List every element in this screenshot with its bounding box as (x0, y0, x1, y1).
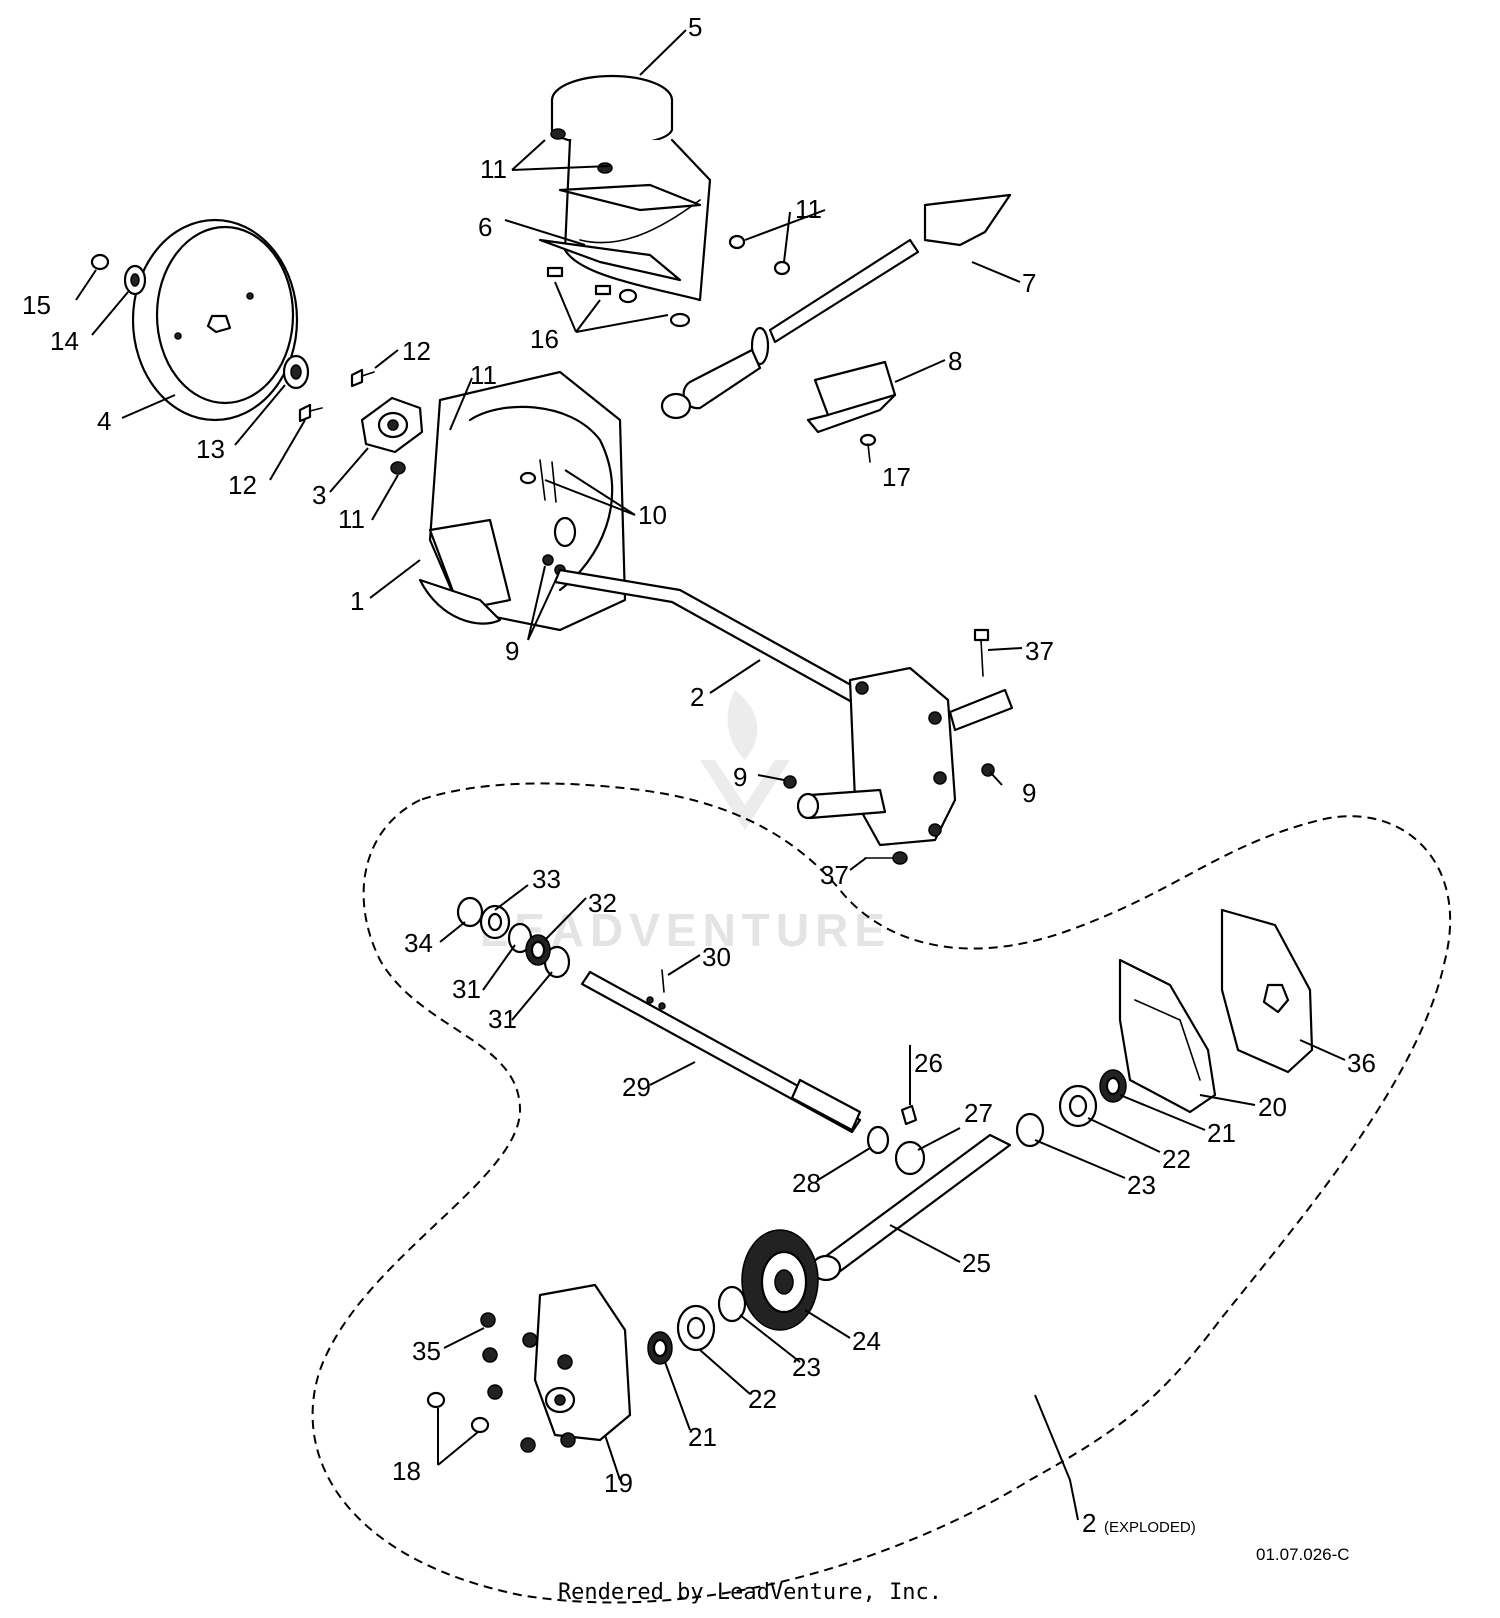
callout-4: 4 (97, 406, 111, 436)
callout-18: 18 (392, 1456, 421, 1486)
callout-30: 30 (702, 942, 731, 972)
exploded-note: (EXPLODED) (1104, 1519, 1196, 1536)
callout-9-right: 9 (1022, 778, 1036, 808)
part-28-washer (866, 1125, 890, 1155)
callout-26: 26 (914, 1048, 943, 1078)
part-7-chute-crank (660, 193, 1012, 420)
callout-10: 10 (638, 500, 667, 530)
part-22-bearings (676, 1084, 1098, 1352)
callout-37-bottom: 37 (820, 860, 849, 890)
part-3-flange-bearing (360, 396, 424, 454)
callout-11-right: 11 (795, 194, 822, 224)
part-30-pin (661, 969, 665, 993)
callout-17: 17 (882, 462, 911, 492)
part-26-key (900, 1104, 918, 1126)
leadventure-watermark: LEADVENTURE (480, 690, 885, 956)
callout-6: 6 (478, 212, 492, 242)
part-21-seals (647, 1069, 1127, 1365)
part-24-gear (741, 1229, 819, 1331)
callout-22-bottom: 22 (748, 1384, 777, 1414)
callout-25: 25 (962, 1248, 991, 1278)
part-37-bolts (864, 628, 990, 865)
callout-13: 13 (196, 434, 225, 464)
part-5-discharge-chute (538, 74, 712, 302)
drawing-code: 01.07.026-C (1256, 1545, 1350, 1564)
part-25-axle (810, 1133, 1012, 1282)
callout-23-top: 23 (1127, 1170, 1156, 1200)
part-35-screws (480, 1312, 576, 1453)
callout-11-top: 11 (480, 154, 507, 184)
callout-36: 36 (1347, 1048, 1376, 1078)
part-13-bearing (282, 354, 310, 390)
callout-35: 35 (412, 1336, 441, 1366)
part-19-gearcase-half (533, 1283, 632, 1442)
part-14-bearing (123, 264, 147, 296)
callout-22-top: 22 (1162, 1144, 1191, 1174)
callout-7: 7 (1022, 268, 1036, 298)
callout-1: 1 (350, 586, 364, 616)
callouts: 5 11 6 11 7 16 8 12 11 15 14 4 13 12 3 1… (22, 12, 1376, 1564)
part-29-worm-shaft (580, 970, 862, 1134)
callout-2: 2 (690, 682, 704, 712)
callout-12-top: 12 (402, 336, 431, 366)
callout-14: 14 (50, 326, 79, 356)
part-16-bolts (546, 266, 691, 328)
part-2-gearcase-assembly (553, 568, 1014, 847)
part-34-washer (456, 896, 484, 928)
part-36-gearcase-half (1220, 908, 1314, 1074)
part-8-bracket (806, 360, 897, 434)
callout-19: 19 (604, 1468, 633, 1498)
part-33-bushing (479, 904, 511, 940)
callout-33: 33 (532, 864, 561, 894)
callout-12-bottom: 12 (228, 470, 257, 500)
callout-5: 5 (688, 12, 702, 42)
callout-37-top: 37 (1025, 636, 1054, 666)
callout-24: 24 (852, 1326, 881, 1356)
render-credit-footer: Rendered by LeadVenture, Inc. (557, 1580, 943, 1605)
callout-2-exploded: 2 (1082, 1508, 1096, 1538)
callout-21-bottom: 21 (688, 1422, 717, 1452)
callout-31-top: 31 (452, 974, 481, 1004)
part-15-nut (90, 253, 110, 271)
part-1-impeller-housing (418, 370, 627, 632)
callout-28: 28 (792, 1168, 821, 1198)
part-4-pulley (131, 218, 299, 422)
callout-34: 34 (404, 928, 433, 958)
callout-16: 16 (530, 324, 559, 354)
part-18-plugs (426, 1391, 490, 1434)
callout-32: 32 (588, 888, 617, 918)
part-23-washers (717, 1112, 1045, 1323)
callout-3: 3 (312, 480, 326, 510)
part-32-seal (525, 934, 551, 966)
part-17-bolt (859, 433, 877, 463)
callout-8: 8 (948, 346, 962, 376)
callout-9-left: 9 (733, 762, 747, 792)
part-12-screws (298, 368, 375, 423)
callout-29: 29 (622, 1072, 651, 1102)
callout-11-mid: 11 (470, 360, 497, 390)
leader-lines (75, 29, 1346, 1521)
exploded-view-boundary (311, 782, 1452, 1604)
callout-11-low: 11 (338, 504, 365, 534)
callout-20: 20 (1258, 1092, 1287, 1122)
callout-15: 15 (22, 290, 51, 320)
callout-23-bottom: 23 (792, 1352, 821, 1382)
part-27-bushing (894, 1140, 926, 1176)
part-20-gasket (1118, 958, 1217, 1114)
callout-21-top: 21 (1207, 1118, 1236, 1148)
callout-9-top: 9 (505, 636, 519, 666)
callout-27: 27 (964, 1098, 993, 1128)
callout-31-bottom: 31 (488, 1004, 517, 1034)
